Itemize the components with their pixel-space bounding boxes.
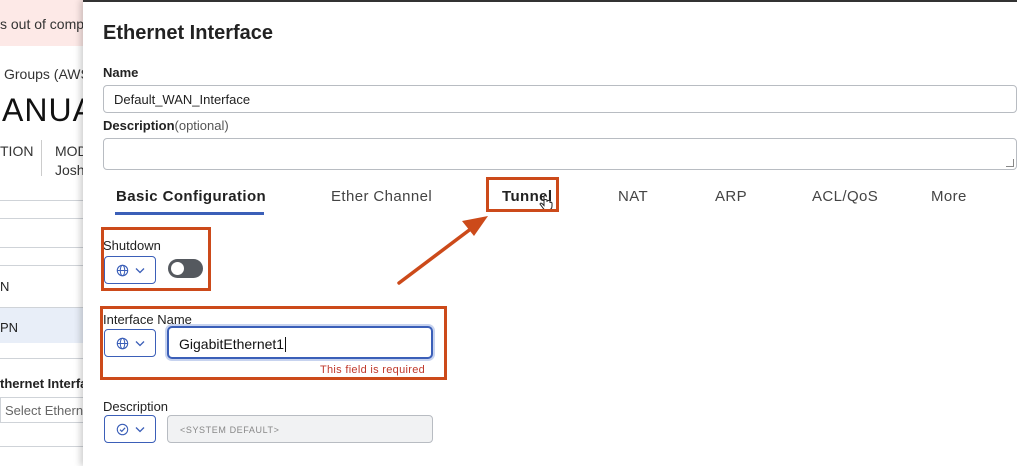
- active-tab-indicator: [115, 212, 264, 215]
- ethernet-interface-drawer: Ethernet Interface Name Default_WAN_Inte…: [83, 0, 1017, 466]
- interface-name-label: Interface Name: [103, 312, 192, 327]
- chevron-down-icon: [135, 340, 144, 346]
- list-item-label: N: [0, 279, 10, 294]
- interface-name-input[interactable]: GigabitEthernet1: [167, 326, 433, 359]
- name-label: Name: [103, 65, 139, 80]
- divider: [0, 200, 90, 201]
- shutdown-toggle[interactable]: [168, 259, 203, 278]
- tab-acl-qos[interactable]: ACL/QoS: [812, 188, 879, 205]
- list-item-selected[interactable]: [0, 307, 90, 343]
- list-item[interactable]: [0, 218, 90, 248]
- meta-value-modified: Josh: [55, 162, 85, 178]
- tab-nat[interactable]: NAT: [618, 188, 649, 205]
- tab-arp[interactable]: ARP: [715, 188, 748, 205]
- description-label: Description(optional): [103, 118, 229, 133]
- ethernet-interface-label: thernet Interfa: [0, 376, 88, 391]
- interface-name-scope-dropdown[interactable]: [104, 329, 156, 357]
- divider: [0, 358, 90, 359]
- compliance-alert-banner: s out of compli: [0, 0, 90, 46]
- tab-more[interactable]: More: [931, 188, 967, 205]
- description-label: Description: [103, 399, 169, 414]
- chevron-down-icon: [135, 267, 144, 273]
- resize-grip-icon[interactable]: [1006, 159, 1014, 167]
- page-title: ANUA: [2, 92, 90, 128]
- background-page: s out of compli Groups (AWS ANUA TION MO…: [0, 0, 90, 466]
- drawer-title: Ethernet Interface: [103, 22, 274, 44]
- divider: [41, 140, 42, 176]
- name-input[interactable]: Default_WAN_Interface: [103, 85, 1017, 113]
- meta-label-modified: MOD: [55, 143, 88, 159]
- list-item[interactable]: [0, 265, 90, 307]
- text-caret: [285, 337, 287, 352]
- interface-name-error: This field is required: [320, 364, 426, 376]
- description-textarea[interactable]: [103, 138, 1017, 170]
- shutdown-scope-dropdown[interactable]: [104, 256, 156, 284]
- chevron-down-icon: [135, 426, 144, 432]
- globe-icon: [116, 337, 128, 349]
- divider: [0, 446, 90, 447]
- ethernet-interface-select[interactable]: Select Ethern: [0, 397, 90, 423]
- meta-label-location: TION: [0, 143, 34, 159]
- tab-tunnel[interactable]: Tunnel: [502, 188, 553, 205]
- hand-pointer-icon: [539, 195, 553, 211]
- globe-icon: [116, 264, 128, 276]
- list-item-label: PN: [0, 320, 19, 335]
- shutdown-label: Shutdown: [103, 238, 161, 253]
- description-input-disabled[interactable]: <SYSTEM DEFAULT>: [167, 415, 433, 443]
- tab-basic-configuration[interactable]: Basic Configuration: [116, 188, 267, 205]
- description-scope-dropdown[interactable]: [104, 415, 156, 443]
- toggle-knob: [171, 262, 184, 275]
- tab-ether-channel[interactable]: Ether Channel: [331, 188, 433, 205]
- breadcrumb[interactable]: Groups (AWS: [4, 66, 90, 82]
- check-circle-icon: [116, 423, 128, 435]
